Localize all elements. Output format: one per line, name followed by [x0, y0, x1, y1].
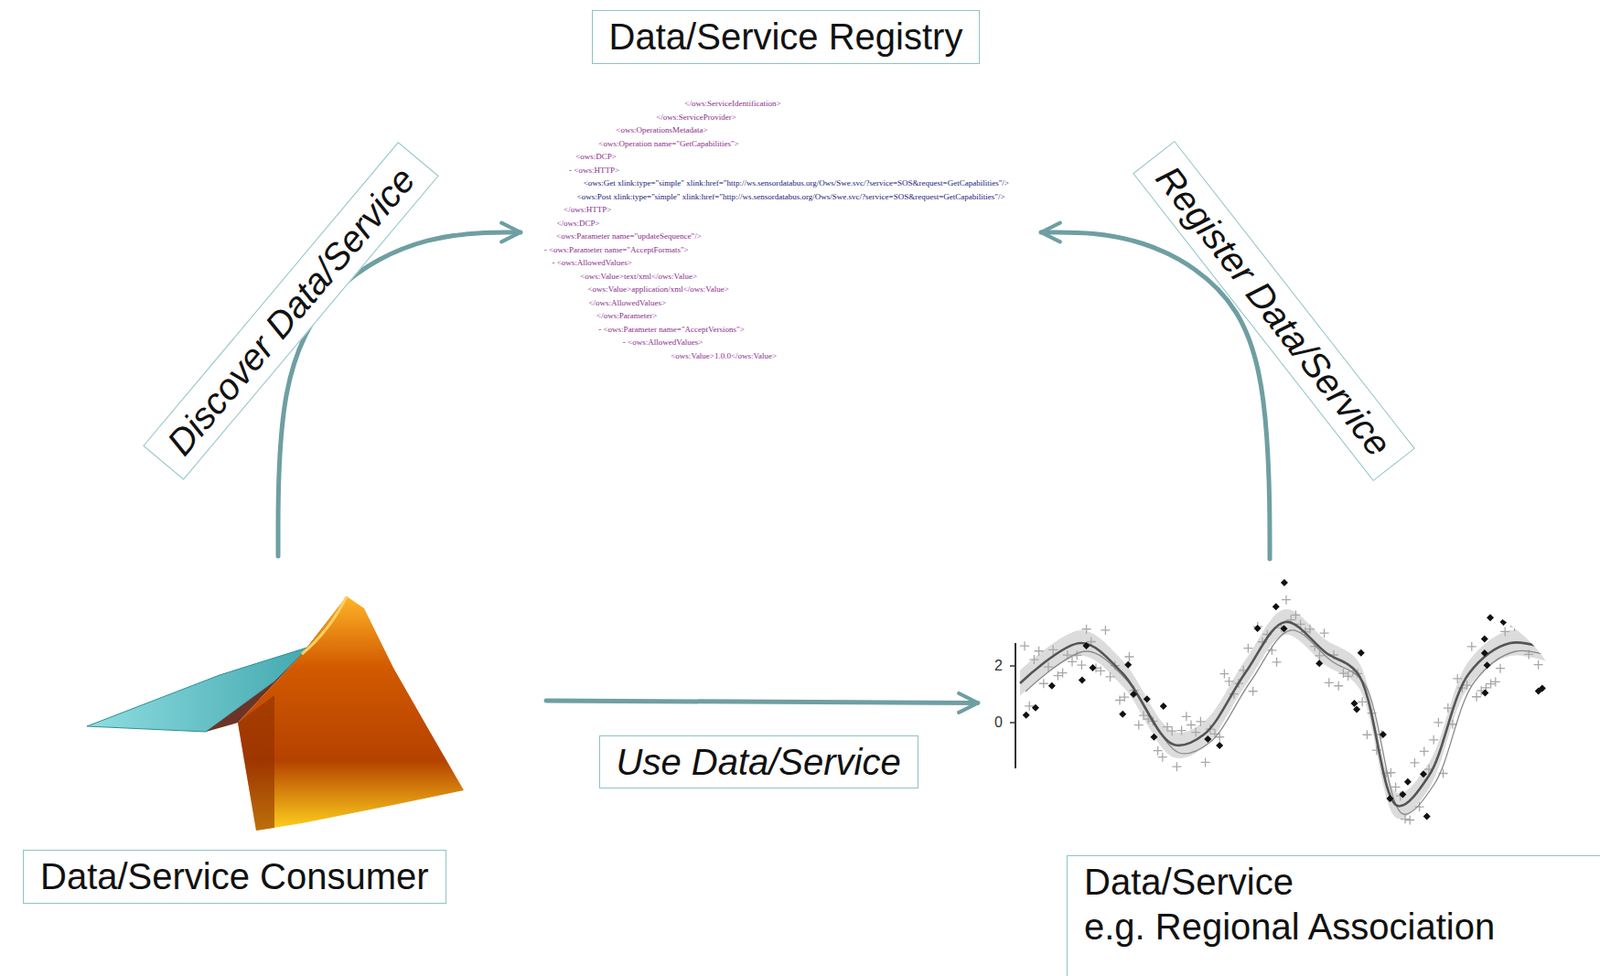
node-label: Data/Service Registry — [609, 14, 964, 60]
ellipse-node: Data/Service Consumer — [10, 556, 547, 846]
xml-line: </ows:ServiceIdentification> — [684, 98, 781, 109]
xml-line: </ows:DCP> — [557, 218, 601, 229]
xml-line: <ows:Value>text/xml</ows:Value> — [579, 271, 698, 282]
connector-arrow — [546, 700, 978, 704]
xml-line: </ows:AllowedValues> — [588, 298, 666, 309]
xml-line: </ows:Parameter> — [596, 311, 657, 322]
edge-label: Discover Data/Service — [142, 141, 439, 481]
ellipse-outline — [10, 556, 547, 846]
xml-line: - <ows:AllowedValues> — [622, 337, 703, 348]
xml-line: <ows:DCP> — [575, 151, 617, 162]
axis-tick-label: 2 — [994, 657, 1003, 675]
xml-line: <ows:OperationsMetadata> — [615, 125, 708, 136]
node-label-box: Data/Service Registry — [591, 10, 981, 65]
node-label-box: Data/Service Consumer — [22, 849, 447, 904]
peaks-surface — [86, 596, 464, 831]
ellipse — [980, 561, 1559, 845]
ellipse — [523, 79, 1039, 386]
node-label: Data/Service — [1084, 859, 1585, 905]
ellipse-outline — [977, 558, 1562, 848]
ellipse-node: Data/Servicee.g. Regional Association — [977, 558, 1562, 848]
xml-line: </ows:HTTP> — [563, 204, 612, 215]
xml-line: - <ows:Parameter name="AcceptVersions"> — [598, 324, 745, 335]
xml-line: <ows:Post xlink:type="simple" xlink:href… — [577, 192, 1006, 203]
xml-line: <ows:Value>application/xml</ows:Value> — [588, 284, 730, 295]
xml-line: - <ows:HTTP> — [569, 165, 620, 176]
xml-line: <ows:Value>1.0.0</ows:Value> — [670, 351, 777, 362]
xml-line: - <ows:Parameter name="AcceptFormats"> — [544, 245, 689, 256]
xml-line: <ows:Operation name="GetCapabilities"> — [598, 139, 739, 150]
edge-label: Use Data/Service — [599, 735, 919, 789]
xml-line: </ows:ServiceProvider> — [655, 112, 737, 123]
xml-line: - <ows:AllowedValues> — [551, 257, 632, 269]
xml-line: <ows:Get xlink:type="simple" xlink:href=… — [583, 178, 1010, 189]
edge-label: Register Data/Service — [1132, 140, 1416, 482]
regression-chart — [1009, 579, 1561, 826]
node-label: e.g. Regional Association — [1084, 904, 1585, 950]
xml-line: <ows:Parameter name="updateSequence"/> — [556, 231, 702, 242]
node-label-box: Data/Servicee.g. Regional Association — [1066, 855, 1600, 976]
node-label: Data/Service Consumer — [40, 854, 430, 900]
ellipse — [12, 558, 544, 843]
axis-tick-label: 0 — [994, 714, 1003, 731]
